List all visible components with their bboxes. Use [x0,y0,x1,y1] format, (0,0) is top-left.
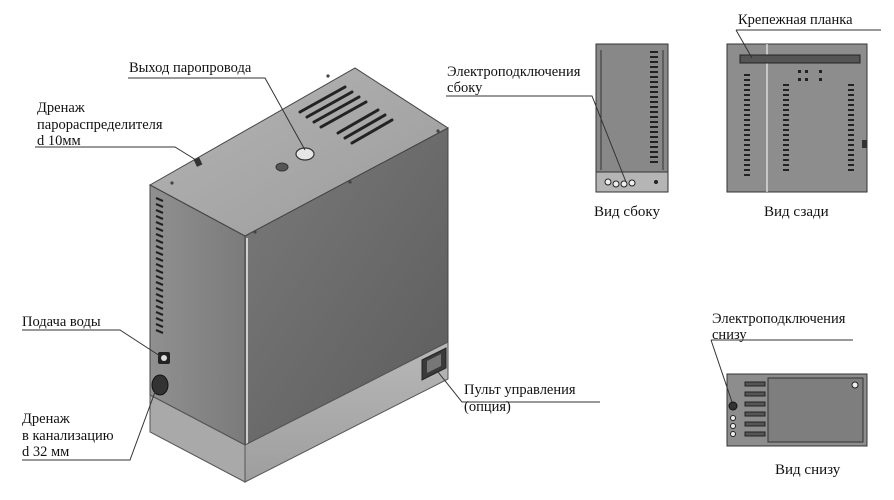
label-distributor-drain-line-3: d 10мм [37,133,81,149]
steam-outlet [295,147,315,161]
top-vents [298,85,394,145]
label-electrical-bottom-line-1: Электроподключения [712,311,846,327]
control-panel [421,347,447,381]
side-view-drawing [595,43,669,193]
cabinet-3d [148,67,449,483]
label-sewer-drain-line-3: d 32 мм [22,444,70,460]
water-inlet [158,352,170,364]
rear-view-drawing [726,43,868,193]
bottom-view-drawing [726,373,868,447]
label-electrical-side-line-2: сбоку [447,80,483,96]
label-distributor-drain-line-1: Дренаж [37,100,85,116]
base-front [244,341,449,483]
caption-bottom-view: Вид снизу [775,462,841,478]
label-distributor-drain-line-2: парораспределителя [37,117,163,133]
label-water-supply: Подача воды [22,314,101,330]
label-control-panel-line-1: Пульт управления [464,382,576,398]
label-steam-outlet: Выход паропровода [129,60,252,76]
caption-rear-view: Вид сзади [764,204,829,220]
label-sewer-drain-line-2: в канализацию [22,428,114,444]
label-sewer-drain-line-1: Дренаж [22,411,70,427]
label-mounting-bar: Крепежная планка [738,12,853,28]
label-control-panel-line-2: (опция) [464,399,511,415]
label-electrical-bottom-line-2: снизу [712,327,747,343]
leader-lines [22,29,881,461]
label-electrical-side-line-1: Электроподключения [447,64,581,80]
side-vents [155,196,164,335]
caption-side-view: Вид сбоку [594,204,660,220]
sewer-drain [151,374,169,396]
